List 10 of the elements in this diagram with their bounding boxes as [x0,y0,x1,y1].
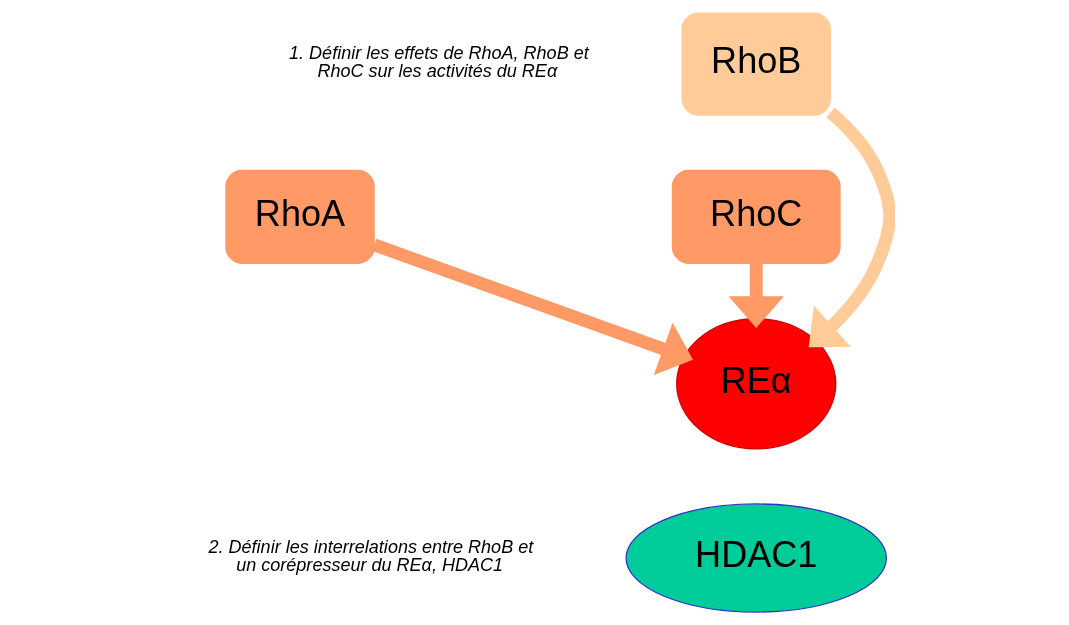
node-box: RhoA [224,169,375,264]
label: 1. Définir les effets de RhoA, RhoB et RhoC sur les activités du REα [288,43,589,82]
node-box: RhoB [680,12,831,116]
arrow [808,107,895,348]
node-ellipse: REα [675,318,836,450]
label: 2. Définir les interrelations entre RhoB et un corépresseur du REα, HDAC1 [208,537,533,576]
node-box: RhoC [671,169,841,264]
arrow [728,263,784,328]
arrow [371,238,693,376]
node-ellipse: HDAC1 [624,503,887,613]
